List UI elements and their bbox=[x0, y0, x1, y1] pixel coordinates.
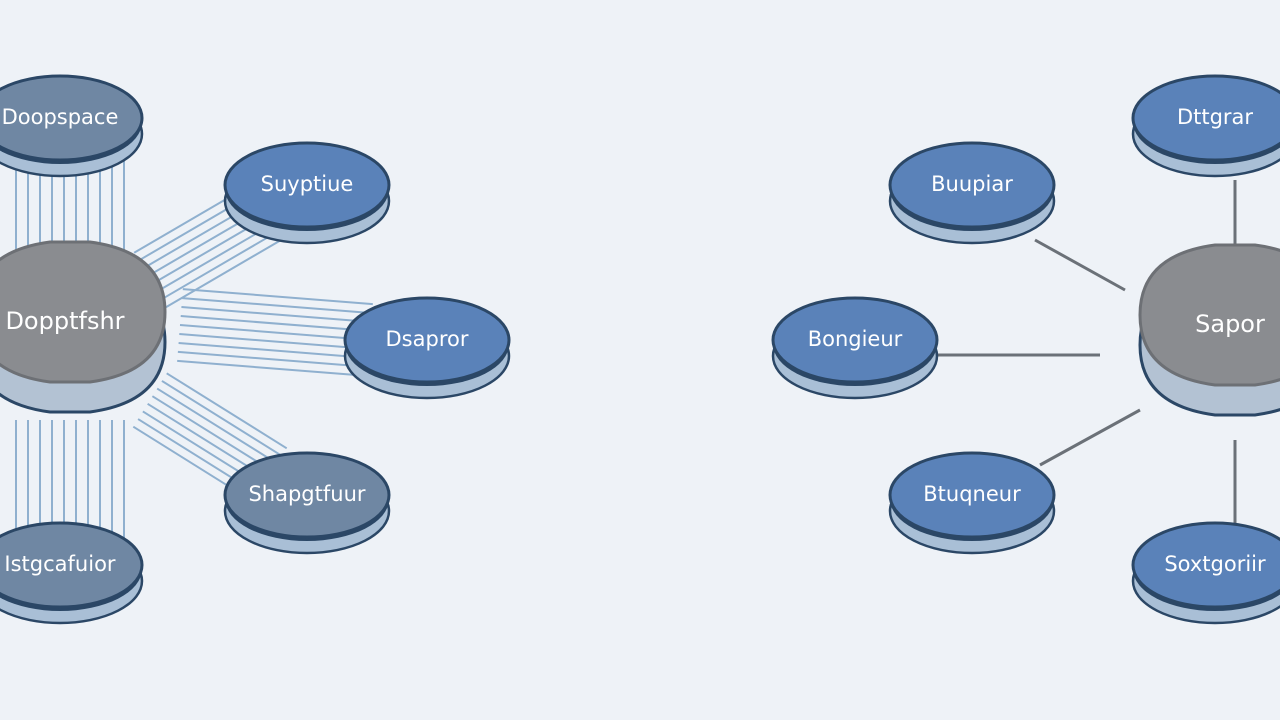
right-node-1: Dttgrar bbox=[1131, 74, 1280, 178]
connector-line bbox=[165, 236, 287, 309]
node-label: Suyptiue bbox=[261, 172, 354, 196]
connector-line bbox=[182, 288, 373, 306]
connector-line bbox=[177, 350, 368, 368]
hub-top bbox=[1138, 243, 1280, 387]
hub-top bbox=[0, 240, 167, 384]
left-node-2: Suyptiue bbox=[223, 141, 391, 245]
left-node-5: Istgcafuior bbox=[0, 521, 144, 625]
connector-line bbox=[177, 359, 368, 377]
connector-line bbox=[180, 315, 371, 333]
bundle-hub-to-node-5 bbox=[15, 420, 125, 540]
node-top bbox=[888, 451, 1056, 539]
hub-label: Dopptfshr bbox=[5, 307, 124, 335]
node-label: Buupiar bbox=[931, 172, 1013, 196]
connector-line bbox=[179, 332, 370, 350]
bundle-hub-to-node-3 bbox=[177, 288, 373, 377]
connector-line bbox=[182, 297, 373, 315]
left-hub: Dopptfshr bbox=[0, 240, 167, 414]
connector-line bbox=[161, 380, 283, 457]
right-hub: Sapor bbox=[1138, 243, 1280, 417]
node-label: Dsapror bbox=[386, 327, 469, 351]
node-top bbox=[223, 451, 391, 539]
right-node-2: Buupiar bbox=[888, 141, 1056, 245]
connector-line bbox=[160, 228, 282, 301]
connector-line bbox=[166, 372, 288, 450]
left-node-1: Doopspace bbox=[0, 74, 144, 178]
connector-line bbox=[178, 341, 369, 359]
node-label: Bongieur bbox=[808, 327, 903, 351]
connector-line-2 bbox=[1034, 238, 1126, 292]
connector-line bbox=[156, 387, 278, 465]
node-top bbox=[1131, 74, 1280, 162]
bundle-hub-to-node-1 bbox=[15, 150, 125, 250]
node-label: Doopspace bbox=[2, 105, 119, 129]
node-label: Dttgrar bbox=[1177, 105, 1253, 129]
connector-line bbox=[181, 306, 372, 324]
node-top bbox=[771, 296, 939, 384]
connector-line bbox=[151, 395, 273, 473]
node-top bbox=[0, 74, 144, 162]
node-top bbox=[0, 521, 144, 609]
right-node-4: Btuqneur bbox=[888, 451, 1056, 555]
node-label: Btuqneur bbox=[923, 482, 1021, 506]
connector-line-4 bbox=[1039, 408, 1141, 467]
right-node-3: Bongieur bbox=[771, 296, 939, 400]
left-node-4: Shapgtfuur bbox=[223, 451, 391, 555]
nodes: Dopptfshr DoopspaceSuyptiueDsaprorShapgtf… bbox=[0, 74, 1280, 625]
node-top bbox=[223, 141, 391, 229]
node-label: Istgcafuior bbox=[4, 552, 115, 576]
node-top bbox=[888, 141, 1056, 229]
hub-label: Sapor bbox=[1195, 310, 1265, 338]
node-label: Shapgtfuur bbox=[248, 482, 365, 506]
node-top bbox=[1131, 521, 1280, 609]
connector-line bbox=[179, 324, 371, 341]
node-label: Soxtgoriir bbox=[1164, 552, 1266, 576]
right-node-5: Soxtgoriir bbox=[1131, 521, 1280, 625]
node-top bbox=[343, 296, 511, 384]
left-node-3: Dsapror bbox=[343, 296, 511, 400]
